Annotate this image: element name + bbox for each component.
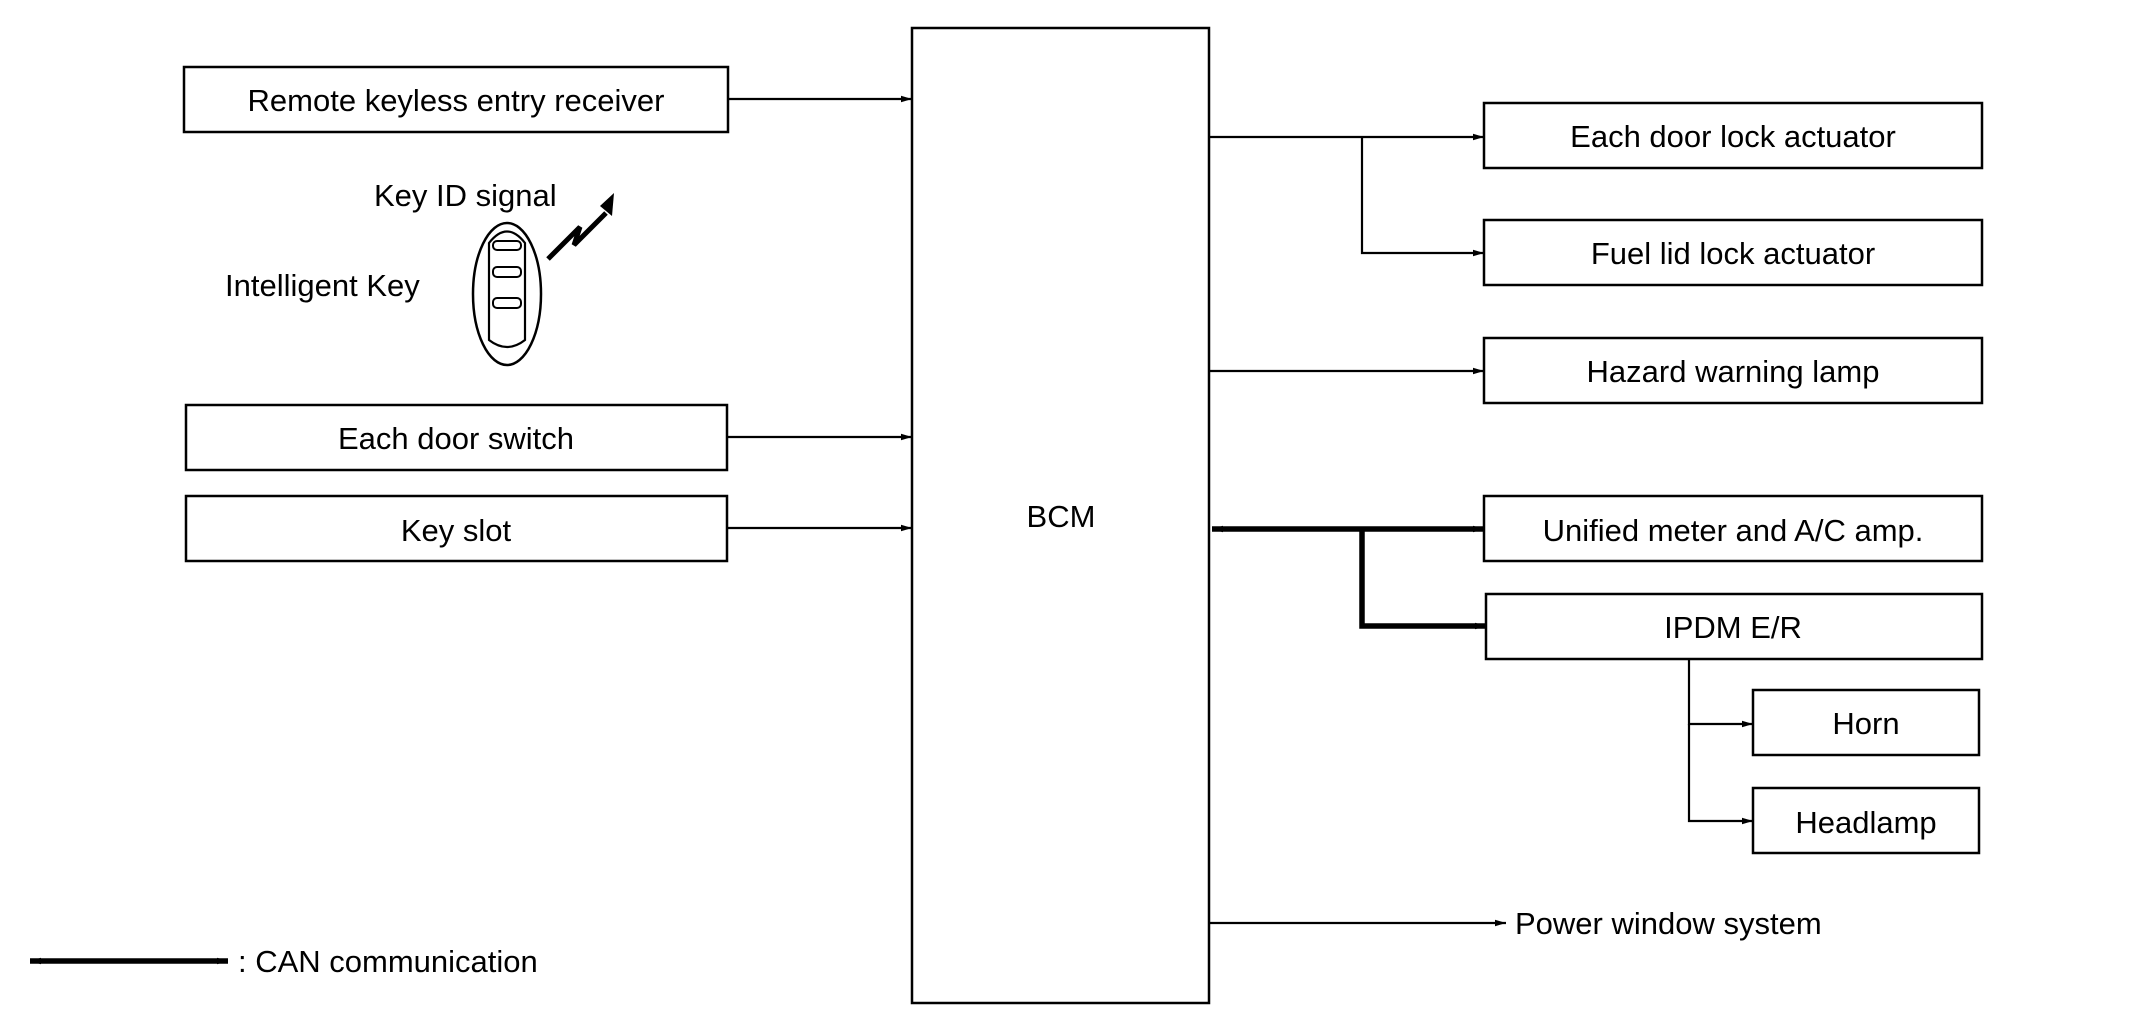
door-switch-label: Each door switch [338, 421, 574, 456]
headlamp-label: Headlamp [1795, 805, 1936, 840]
can-line-bcm-ipdm [1359, 529, 1486, 630]
arrow-ipdm-to-horn [1687, 659, 1753, 728]
key-slot-label: Key slot [401, 513, 512, 548]
arrow-bcm-to-fuel-lid [1360, 137, 1484, 257]
key-slot: Key slot [184, 494, 729, 563]
can-legend: : CAN communication [30, 944, 538, 979]
bcm-label: BCM [1027, 499, 1096, 534]
key-id-signal-label: Key ID signal [374, 178, 557, 213]
hazard-label: Hazard warning lamp [1587, 354, 1880, 389]
remote-keyless-entry-receiver: Remote keyless entry receiver [182, 65, 730, 134]
remote-keyless-label: Remote keyless entry receiver [248, 83, 665, 118]
horn: Horn [1751, 688, 1981, 757]
hazard-warning-lamp: Hazard warning lamp [1482, 336, 1984, 405]
bcm-box: BCM [910, 26, 1211, 1005]
wireless-signal-icon [546, 193, 614, 261]
fuel-lid-label: Fuel lid lock actuator [1591, 236, 1875, 271]
fuel-lid-lock-actuator: Fuel lid lock actuator [1482, 218, 1984, 287]
unified-meter-label: Unified meter and A/C amp. [1543, 513, 1924, 548]
ipdm-er: IPDM E/R [1484, 592, 1984, 661]
ipdm-label: IPDM E/R [1664, 610, 1802, 645]
door-lock-label: Each door lock actuator [1570, 119, 1896, 154]
arrow-ipdm-to-headlamp [1687, 724, 1753, 825]
intelligent-key-fob-icon [471, 221, 543, 367]
each-door-lock-actuator: Each door lock actuator [1482, 101, 1984, 170]
can-legend-label: : CAN communication [238, 944, 538, 979]
unified-meter-ac-amp: Unified meter and A/C amp. [1482, 494, 1984, 563]
headlamp: Headlamp [1751, 786, 1981, 855]
each-door-switch: Each door switch [184, 403, 729, 472]
intelligent-key-label: Intelligent Key [225, 268, 420, 303]
power-window-label: Power window system [1515, 906, 1822, 941]
horn-label: Horn [1832, 706, 1899, 741]
